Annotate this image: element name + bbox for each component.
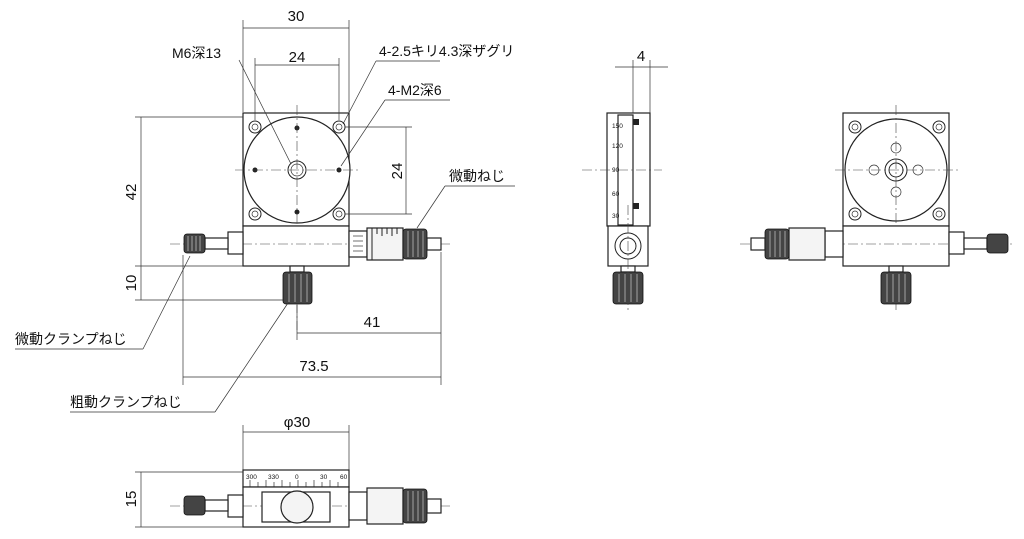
top-view: 30 24 24 42 10 41 73.5 xyxy=(15,8,515,413)
front-scale: 300 330 0 30 60 xyxy=(246,474,348,481)
svg-text:60: 60 xyxy=(612,191,620,198)
svg-text:150: 150 xyxy=(612,123,623,130)
front-view: φ30 300 330 0 30 60 xyxy=(123,414,450,528)
svg-text:0: 0 xyxy=(295,474,299,481)
dim-15: 15 xyxy=(123,491,140,508)
callout-fine-screw: 微動ねじ xyxy=(449,168,505,184)
micrometer-sleeve xyxy=(348,230,368,258)
dim-24-side: 24 xyxy=(389,163,406,180)
svg-text:300: 300 xyxy=(246,474,257,481)
rear-view xyxy=(740,105,1012,310)
callout-m6: M6深13 xyxy=(172,45,221,61)
dim-30: 30 xyxy=(288,8,305,25)
front-coarse-clamp xyxy=(280,490,314,524)
dim-41: 41 xyxy=(364,314,381,331)
svg-text:120: 120 xyxy=(612,143,623,150)
dim-4: 4 xyxy=(637,48,645,65)
side-scale: 150 120 90 60 30 xyxy=(612,123,623,220)
dim-phi30: φ30 xyxy=(284,414,310,431)
callout-counterbore: 4-2.5キリ4.3深ザグリ xyxy=(379,43,514,59)
callout-fine-clamp: 微動クランプねじ xyxy=(15,331,127,347)
rear-coarse-knob xyxy=(880,271,912,305)
dim-24-top: 24 xyxy=(289,49,306,66)
front-fine-clamp-knob xyxy=(183,495,206,516)
dim-73-5: 73.5 xyxy=(299,358,328,375)
dim-10: 10 xyxy=(123,275,140,292)
rear-fine-clamp-knob xyxy=(986,233,1009,254)
coarse-clamp-knob xyxy=(282,271,313,305)
fine-clamp-knob xyxy=(183,233,206,254)
svg-text:60: 60 xyxy=(340,474,348,481)
svg-text:90: 90 xyxy=(612,167,620,174)
callout-coarse-clamp: 粗動クランプねじ xyxy=(70,394,182,410)
callout-m2: 4-M2深6 xyxy=(388,82,442,98)
rear-fine-screw-knob xyxy=(764,228,790,260)
svg-text:30: 30 xyxy=(612,213,620,220)
svg-text:30: 30 xyxy=(320,474,328,481)
fine-clamp-body xyxy=(227,231,244,255)
carriage-bar xyxy=(242,225,350,267)
side-view: 4 150 120 90 60 30 xyxy=(582,48,668,310)
dim-42: 42 xyxy=(123,184,140,201)
svg-text:330: 330 xyxy=(268,474,279,481)
